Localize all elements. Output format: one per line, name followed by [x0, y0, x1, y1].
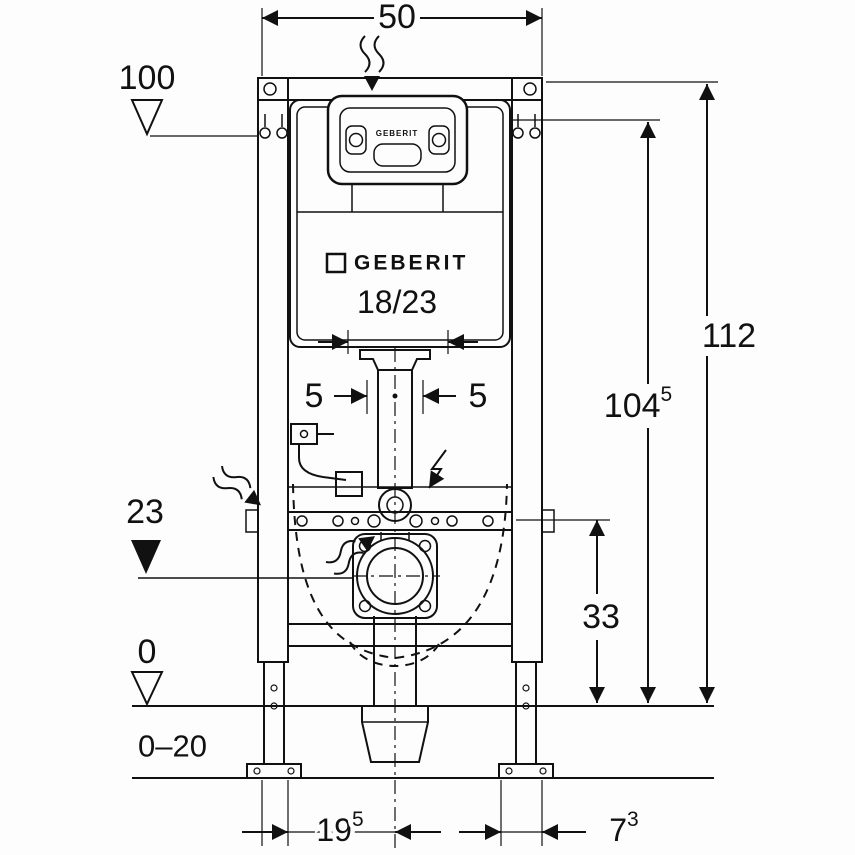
mounting-bracket-row [288, 486, 512, 540]
water-supply-connection [290, 423, 363, 497]
stop-valve [290, 423, 318, 445]
dim-side-offset-label: 73 [609, 808, 638, 849]
model-label: 18/23 [357, 284, 437, 320]
frame-right-rail [511, 77, 543, 663]
plate-button [373, 143, 422, 167]
centerlines [352, 348, 440, 848]
dim-pipe-clearance-right-label: 5 [469, 377, 488, 415]
dim-plate-height-label: 1045 [604, 383, 672, 426]
dim-side-offset: 73 [459, 808, 639, 849]
dim-plate-height: 1045 [604, 122, 672, 703]
dim-total-height: 112 [699, 84, 756, 703]
flush-plate: GEBERIT [326, 94, 469, 186]
level-23-label: 23 [126, 493, 164, 531]
dim-bracket-height-label: 33 [582, 598, 620, 636]
hanger-bolt-left [263, 82, 277, 96]
sound-arrow-left-icon [212, 465, 262, 506]
level-23-triangle-icon [131, 540, 161, 574]
dim-total-height-label: 112 [702, 317, 756, 355]
level-100-triangle-icon [130, 99, 164, 137]
sound-arrow-lower-icon [325, 536, 376, 575]
logo-text: GEBERIT [354, 252, 468, 275]
level-100-label: 100 [119, 59, 176, 97]
level-marker-23: 23 [126, 493, 352, 579]
level-marker-100: 100 [119, 59, 176, 137]
frame-left-foot [246, 763, 302, 779]
logo-square-icon [325, 252, 347, 274]
dim-pipe-clearance-left-label: 5 [305, 377, 324, 415]
frame-lower-crossbar [287, 623, 513, 647]
dim-outlet-offset: 195 [242, 803, 441, 853]
frame-right-leg [515, 661, 537, 765]
frame-left-rail [257, 77, 289, 663]
rail-bolts [259, 114, 541, 139]
level-marker-0: 0 [130, 633, 164, 707]
frame-right-foot [498, 763, 554, 779]
supply-elbow [335, 471, 363, 497]
dim-frame-width-label: 50 [378, 0, 416, 36]
dim-frame-width: 50 [262, 0, 542, 36]
plate-screw-left [348, 132, 364, 148]
dim-bracket-height: 33 [582, 520, 620, 703]
brand-block: GEBERIT 18/23 [325, 252, 468, 320]
level-0-label: 0 [138, 633, 157, 671]
left-fixing-tab [245, 509, 259, 533]
frame-left-leg [263, 661, 285, 765]
right-fixing-tab [541, 509, 555, 533]
flush-plate-outer [326, 94, 469, 186]
flush-plate-inner [339, 107, 456, 173]
plate-screw-right [431, 132, 447, 148]
floor-range-label: 0–20 [138, 729, 207, 764]
lightning-bolt-icon [428, 449, 447, 489]
dim-pipe-clearance: 5 5 [305, 377, 488, 415]
level-0-triangle-icon [130, 671, 164, 707]
mounting-frame [245, 77, 555, 779]
dim-outlet-offset-label: 195 [316, 808, 363, 849]
hanger-bolt-right [523, 82, 537, 96]
sound-arrow-top-icon [359, 35, 385, 91]
plate-logo-text: GEBERIT [376, 129, 419, 138]
